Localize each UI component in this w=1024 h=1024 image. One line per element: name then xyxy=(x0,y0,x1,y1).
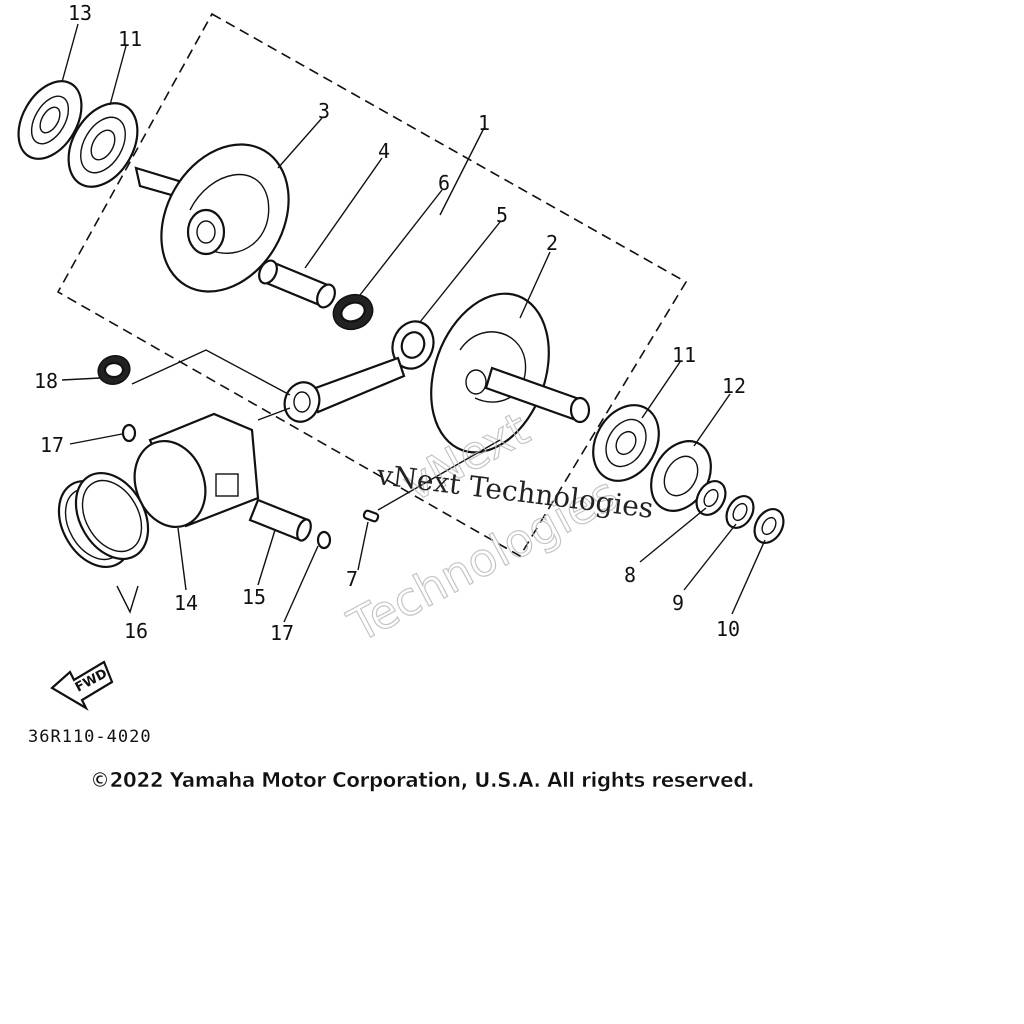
crank-half-3 xyxy=(134,143,290,293)
callout-10: 10 xyxy=(716,617,740,641)
callout-15: 15 xyxy=(242,585,266,609)
callout-14: 14 xyxy=(174,591,198,615)
callout-1: 1 xyxy=(478,111,490,135)
small-end-bearing-18 xyxy=(97,355,131,385)
key-7 xyxy=(362,509,380,523)
fwd-arrow-icon: FWD xyxy=(50,660,114,711)
lock-washer-9 xyxy=(725,495,755,529)
copyright-notice: ©2022 Yamaha Motor Corporation, U.S.A. A… xyxy=(90,768,754,792)
callout-11-left: 11 xyxy=(118,27,142,51)
callout-7: 7 xyxy=(346,567,358,591)
bearing-13 xyxy=(17,80,83,160)
callout-17-upper: 17 xyxy=(40,433,64,457)
callout-11-right: 11 xyxy=(672,343,696,367)
callout-5: 5 xyxy=(496,203,508,227)
piston-rings-16 xyxy=(57,471,150,569)
callout-13: 13 xyxy=(68,1,92,25)
diagram-code: 36R110-4020 xyxy=(28,727,152,747)
washer-8 xyxy=(695,480,727,516)
callout-4: 4 xyxy=(378,139,390,163)
bearing-11-right xyxy=(592,404,660,482)
callout-17-lower: 17 xyxy=(270,621,294,645)
crank-pin-4 xyxy=(258,259,336,309)
connecting-rod-5 xyxy=(283,320,435,423)
bearing-11-left xyxy=(67,102,139,188)
callout-2: 2 xyxy=(546,231,558,255)
piston-pin-15 xyxy=(248,498,312,542)
circlip-17-upper xyxy=(121,423,137,443)
circlip-17-lower xyxy=(316,530,332,550)
needle-bearing-6 xyxy=(332,293,374,331)
callout-18: 18 xyxy=(34,369,58,393)
callout-8: 8 xyxy=(624,563,636,587)
nut-10 xyxy=(753,508,785,544)
crankshaft-assembly-boundary xyxy=(56,12,688,558)
callout-6: 6 xyxy=(438,171,450,195)
callout-3: 3 xyxy=(318,99,330,123)
callout-12: 12 xyxy=(722,374,746,398)
callout-16: 16 xyxy=(124,619,148,643)
crank-half-2 xyxy=(430,292,591,454)
piston-14 xyxy=(133,412,260,529)
leader-lines xyxy=(61,23,766,623)
callout-9: 9 xyxy=(672,591,684,615)
